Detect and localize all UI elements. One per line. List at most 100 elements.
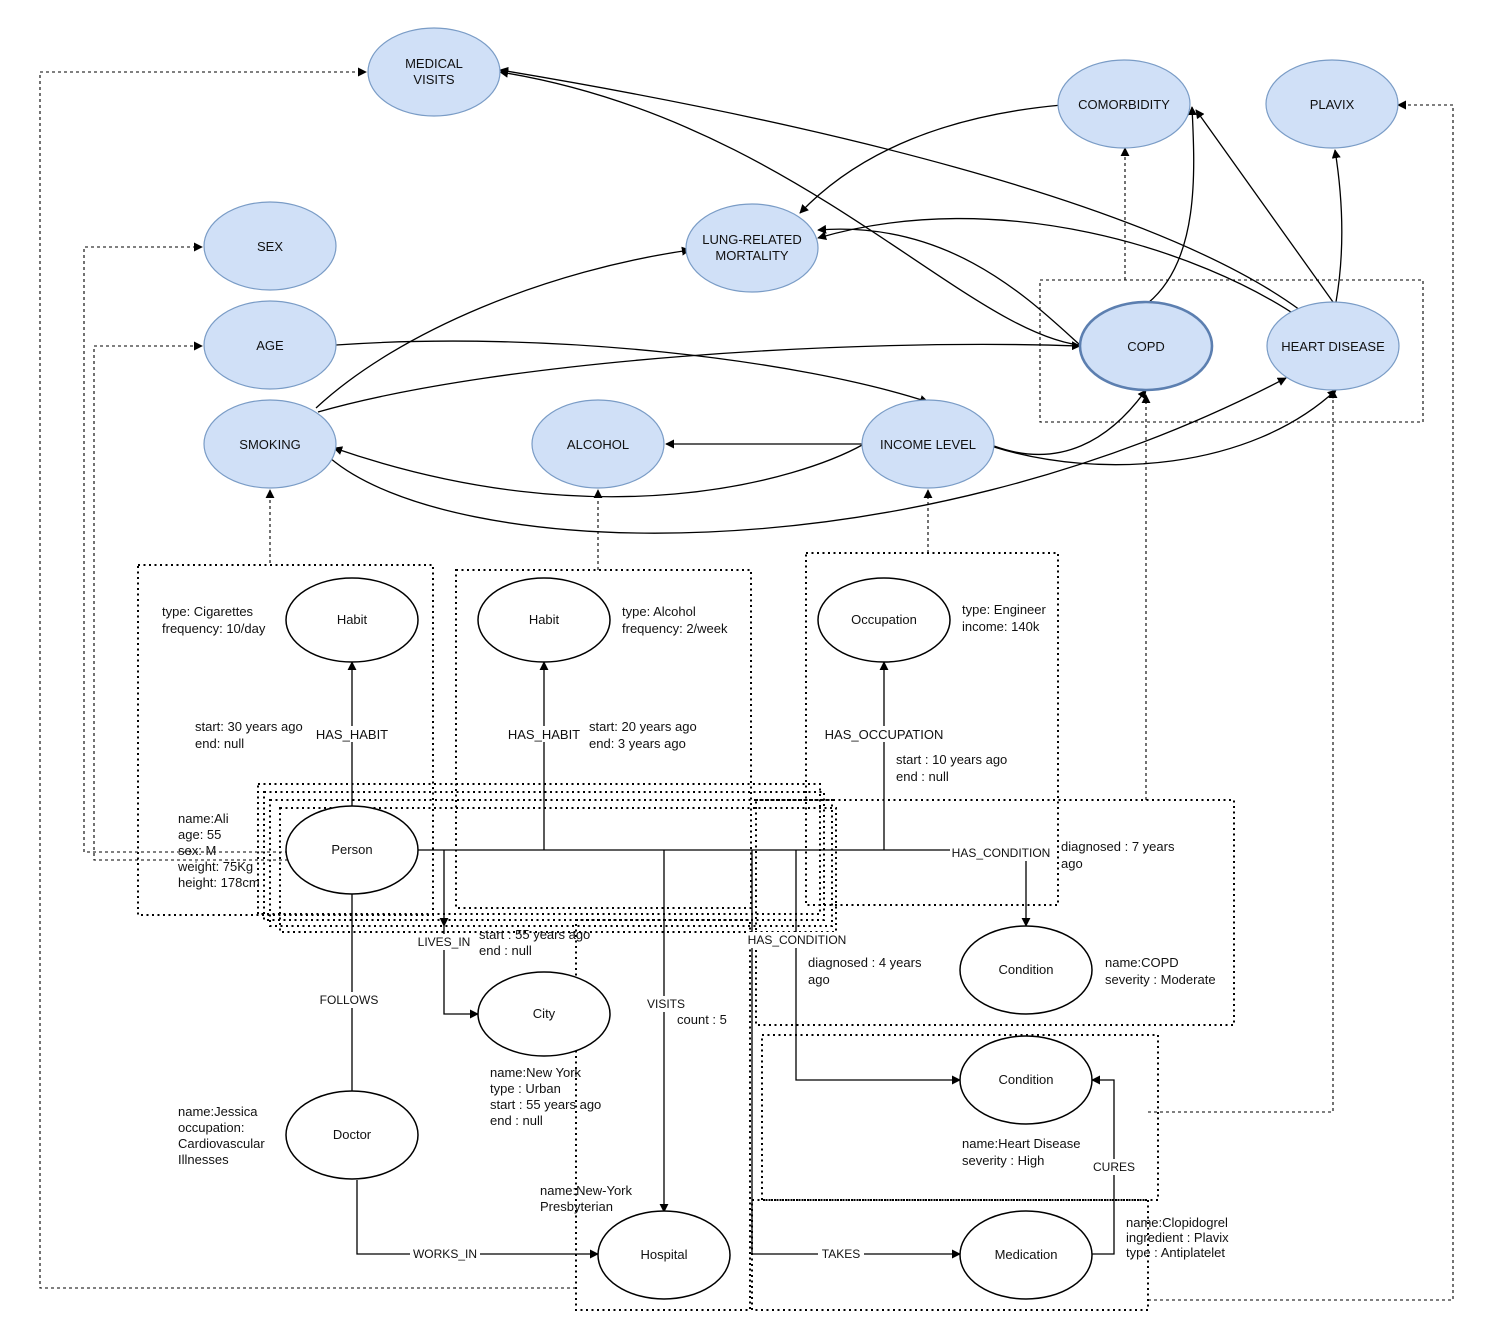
edge-person-condition2 — [795, 850, 961, 1085]
medication-attrs: name:Clopidogrel ingredient : Plavix typ… — [1126, 1215, 1232, 1260]
has-habit-1-label: HAS_HABIT — [316, 727, 388, 742]
node-medical-visits[interactable]: MEDICAL VISITS — [367, 27, 501, 117]
works-in-label: WORKS_IN — [413, 1247, 477, 1261]
edge-income-heart — [993, 389, 1337, 466]
group-person-box-3 — [269, 799, 833, 927]
edge-doctor-hospital — [356, 1180, 599, 1259]
takes-label: TAKES — [822, 1247, 860, 1261]
node-condition-2[interactable]: Condition — [959, 1035, 1093, 1125]
node-income-level[interactable]: INCOME LEVEL — [861, 399, 995, 489]
node-alcohol[interactable]: ALCOHOL — [531, 399, 665, 489]
lives-in-label: LIVES_IN — [418, 935, 471, 949]
has-occupation-label: HAS_OCCUPATION — [825, 727, 944, 742]
person-attrs: name:Ali age: 55 sex: M weight: 75Kg hei… — [177, 811, 260, 890]
follows-label: FOLLOWS — [320, 993, 379, 1007]
node-smoking[interactable]: SMOKING — [203, 399, 337, 489]
has-condition-2-label: HAS_CONDITION — [748, 933, 847, 947]
group-heart-box — [761, 1034, 1159, 1201]
edge-person-condition1 — [417, 849, 1031, 927]
group-copd-box — [755, 799, 1235, 1026]
doctor-attrs: name:Jessica occupation: Cardiovascular … — [178, 1104, 268, 1167]
group-medication-box — [751, 1199, 1149, 1311]
edge-copd-comorbidity — [1147, 106, 1197, 304]
edge-heart-visits — [499, 66, 1301, 311]
dash-sex-link — [83, 242, 288, 853]
heart-disease-label: HEART DISEASE — [1281, 339, 1385, 354]
has-condition-2-attrs: diagnosed : 4 years ago — [808, 955, 925, 987]
group-person-box-1 — [257, 783, 821, 915]
age-label: AGE — [256, 338, 284, 353]
node-heart-disease[interactable]: HEART DISEASE — [1266, 301, 1400, 391]
edge-heart-comorbidity — [1195, 109, 1334, 303]
entity-nodes: Habit Habit Occupation Person City Condi… — [285, 577, 1093, 1300]
has-condition-1-label: HAS_CONDITION — [952, 846, 1051, 860]
node-city[interactable]: City — [477, 971, 611, 1057]
edge-smoking-heart — [329, 377, 1287, 534]
person-label: Person — [331, 842, 372, 857]
cures-label: CURES — [1093, 1160, 1135, 1174]
dashed-links — [39, 67, 1454, 1301]
group-person-box-2 — [263, 791, 825, 921]
city-label: City — [533, 1006, 556, 1021]
condition-2-label: Condition — [999, 1072, 1054, 1087]
edge-person-city — [443, 926, 479, 1019]
node-copd[interactable]: COPD — [1078, 300, 1214, 392]
group-alcohol-box — [455, 569, 752, 909]
node-medication[interactable]: Medication — [959, 1210, 1093, 1300]
has-habit-1-attrs: start: 30 years ago end: null — [195, 719, 306, 751]
node-plavix[interactable]: PLAVIX — [1265, 59, 1399, 149]
node-person[interactable]: Person — [285, 805, 419, 895]
doctor-label: Doctor — [333, 1127, 372, 1142]
condition-2-attrs: name:Heart Disease severity : High — [962, 1136, 1084, 1168]
smoking-label: SMOKING — [239, 437, 300, 452]
node-occupation[interactable]: Occupation — [817, 577, 951, 663]
comorbidity-label: COMORBIDITY — [1078, 97, 1170, 112]
graph-edges — [347, 661, 1115, 1259]
dash-plavix-link — [1148, 100, 1454, 1301]
causal-edges — [315, 66, 1343, 534]
has-occupation-attrs: start : 10 years ago end : null — [896, 752, 1011, 784]
edge-age-income — [335, 340, 929, 404]
dash-age-link — [93, 341, 288, 861]
hospital-label: Hospital — [641, 1247, 688, 1262]
medical-visits-label-2: VISITS — [413, 72, 455, 87]
medication-label: Medication — [995, 1247, 1058, 1262]
edge-smoking-mortality — [315, 246, 691, 409]
edge-person-medication — [751, 850, 961, 1259]
node-hospital[interactable]: Hospital — [597, 1210, 731, 1300]
medical-visits-label-1: MEDICAL — [405, 56, 463, 71]
visits-label: VISITS — [647, 997, 685, 1011]
group-person-box-4 — [279, 807, 837, 933]
dash-disease-box — [1039, 279, 1424, 423]
habit-2-label: Habit — [529, 612, 560, 627]
occupation-label: Occupation — [851, 612, 917, 627]
has-habit-2-attrs: start: 20 years ago end: 3 years ago — [589, 719, 700, 751]
dotted-group-boxes — [137, 552, 1235, 1311]
copd-label: COPD — [1127, 339, 1165, 354]
node-sex[interactable]: SEX — [203, 201, 337, 291]
hospital-attrs: name:New-York Presbyterian — [540, 1183, 636, 1214]
node-doctor[interactable]: Doctor — [285, 1090, 419, 1180]
edge-copd-visits — [499, 68, 1089, 347]
alcohol-label: ALCOHOL — [567, 437, 629, 452]
condition-1-label: Condition — [999, 962, 1054, 977]
sex-label: SEX — [257, 239, 283, 254]
edge-comorbidity-mortality — [799, 104, 1063, 214]
node-condition-1[interactable]: Condition — [959, 925, 1093, 1015]
dash-heart-link — [1148, 389, 1338, 1113]
node-age[interactable]: AGE — [203, 300, 337, 390]
edge-income-smoking — [333, 443, 865, 498]
habit-1-attrs: type: Cigarettes frequency: 10/day — [162, 604, 266, 636]
visits-attrs: count : 5 — [677, 1012, 727, 1027]
has-condition-1-attrs: diagnosed : 7 years ago — [1061, 839, 1178, 871]
node-habit-1[interactable]: Habit — [285, 577, 419, 663]
lung-mortality-label-1: LUNG-RELATED — [702, 232, 801, 247]
node-habit-2[interactable]: Habit — [477, 577, 611, 663]
concept-nodes: MEDICAL VISITS COMORBIDITY PLAVIX SEX LU… — [203, 27, 1400, 489]
edge-smoking-copd — [317, 341, 1081, 413]
edge-heart-mortality — [817, 217, 1301, 319]
dash-visits-link — [39, 67, 576, 1289]
habit-1-label: Habit — [337, 612, 368, 627]
node-comorbidity[interactable]: COMORBIDITY — [1057, 59, 1191, 149]
node-lung-mortality[interactable]: LUNG-RELATED MORTALITY — [685, 203, 819, 293]
